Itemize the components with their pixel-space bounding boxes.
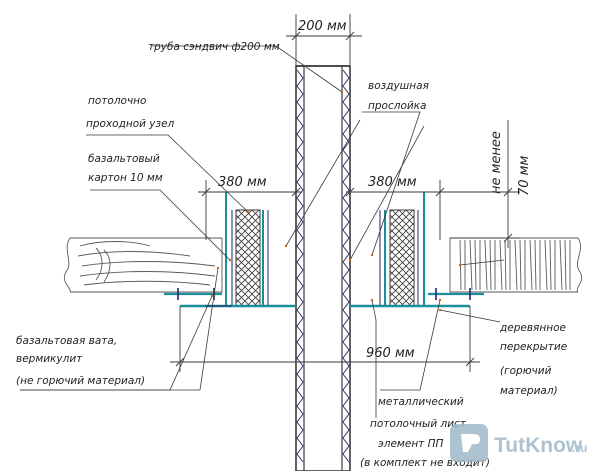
dim-960-label: 960 мм [366,346,415,361]
dimension-70 [424,120,520,248]
floor-label-2: перекрытие [500,341,567,353]
tutknow-watermark: TutKnow .ru [450,424,587,462]
not-less-label: не менее [489,131,504,194]
sandwich-pipe [295,65,351,471]
basalt-board-label-2: картон 10 мм [88,172,163,184]
dimension-200 [286,14,362,66]
ceiling-node-label-1: потолочно [88,95,146,107]
dimension-380-left [198,180,302,240]
watermark-tld: .ru [572,441,587,455]
sheet-label-2: потолочный лист [370,418,467,430]
wooden-floor-right [449,237,583,293]
floor-label-1: деревянное [499,322,566,334]
wool-label-1: базальтовая вата, [16,335,117,347]
sheet-label-3: элемент ПП [378,438,444,450]
air-gap-label-1: воздушная [368,80,429,92]
dim-380-left-label: 380 мм [218,175,267,190]
ceiling-node-label-2: проходной узел [86,118,175,130]
floor-label-4: материал) [500,385,558,397]
dimension-960 [170,306,480,372]
passage-node-left [164,192,296,308]
wool-label-2: вермикулит [16,353,83,365]
air-gap-label-2: прослойка [368,100,426,112]
floor-label-3: (горючий [500,365,552,377]
leader-lines [20,45,505,418]
pipe-label: труба сэндвич ф200 мм [148,41,280,53]
wool-label-3: (не горючий материал) [16,375,145,387]
sheet-label-1: металлический [378,396,464,408]
watermark-brand: TutKnow [494,434,583,457]
wooden-floor-left [63,237,223,293]
dim-70-label: 70 мм [517,156,532,196]
passage-node-right [350,192,484,308]
basalt-board-label-1: базальтовый [88,153,160,165]
dim-200-label: 200 мм [298,19,347,34]
